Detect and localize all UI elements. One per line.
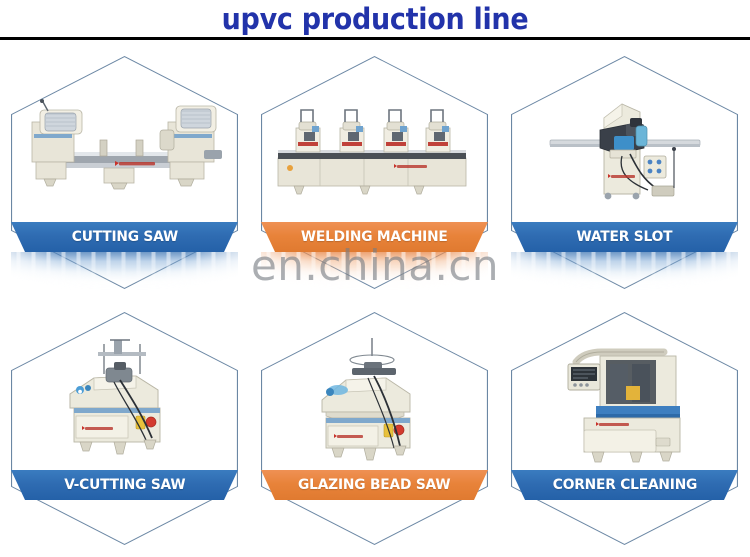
cell-label: WELDING MACHINE: [301, 229, 448, 245]
machine-image-corner-cleaning-machine: [518, 334, 732, 474]
header-divider: [0, 37, 750, 40]
product-cell-corner-cleaning[interactable]: CORNER CLEANING: [500, 300, 750, 555]
banner-corner-cleaning: CORNER CLEANING: [511, 470, 738, 500]
product-cell-glazing-bead-saw[interactable]: GLAZING BEAD SAW: [250, 300, 500, 555]
cell-label: V-CUTTING SAW: [63, 477, 186, 493]
banner-welding-machine: WELDING MACHINE: [261, 222, 488, 252]
cell-label: CUTTING SAW: [71, 229, 178, 245]
machine-image-double-head-cutting-saw: [18, 78, 232, 218]
machine-image-water-slot-milling-machine: [518, 78, 732, 218]
product-cell-cutting-saw[interactable]: CUTTING SAW: [0, 44, 250, 299]
product-cell-welding-machine[interactable]: WELDING MACHINE: [250, 44, 500, 299]
product-grid: CUTTING SAW: [0, 44, 750, 557]
banner-cutting-saw: CUTTING SAW: [11, 222, 238, 252]
page-title: upvc production line: [221, 2, 529, 36]
banner-water-slot: WATER SLOT: [511, 222, 738, 252]
product-cell-v-cutting-saw[interactable]: ●: [0, 300, 250, 555]
svg-text:●: ●: [78, 389, 83, 395]
product-cell-water-slot[interactable]: WATER SLOT: [500, 44, 750, 299]
cell-label: CORNER CLEANING: [552, 477, 697, 493]
machine-image-v-cutting-saw: ●: [18, 334, 232, 474]
cell-label: GLAZING BEAD SAW: [298, 477, 451, 493]
machine-image-four-head-welding-machine: [268, 78, 482, 218]
machine-image-glazing-bead-saw: [268, 334, 482, 474]
banner-glazing-bead-saw: GLAZING BEAD SAW: [261, 470, 488, 500]
page-header: upvc production line: [0, 0, 750, 44]
banner-v-cutting-saw: V-CUTTING SAW: [11, 470, 238, 500]
cell-label: WATER SLOT: [576, 229, 673, 245]
